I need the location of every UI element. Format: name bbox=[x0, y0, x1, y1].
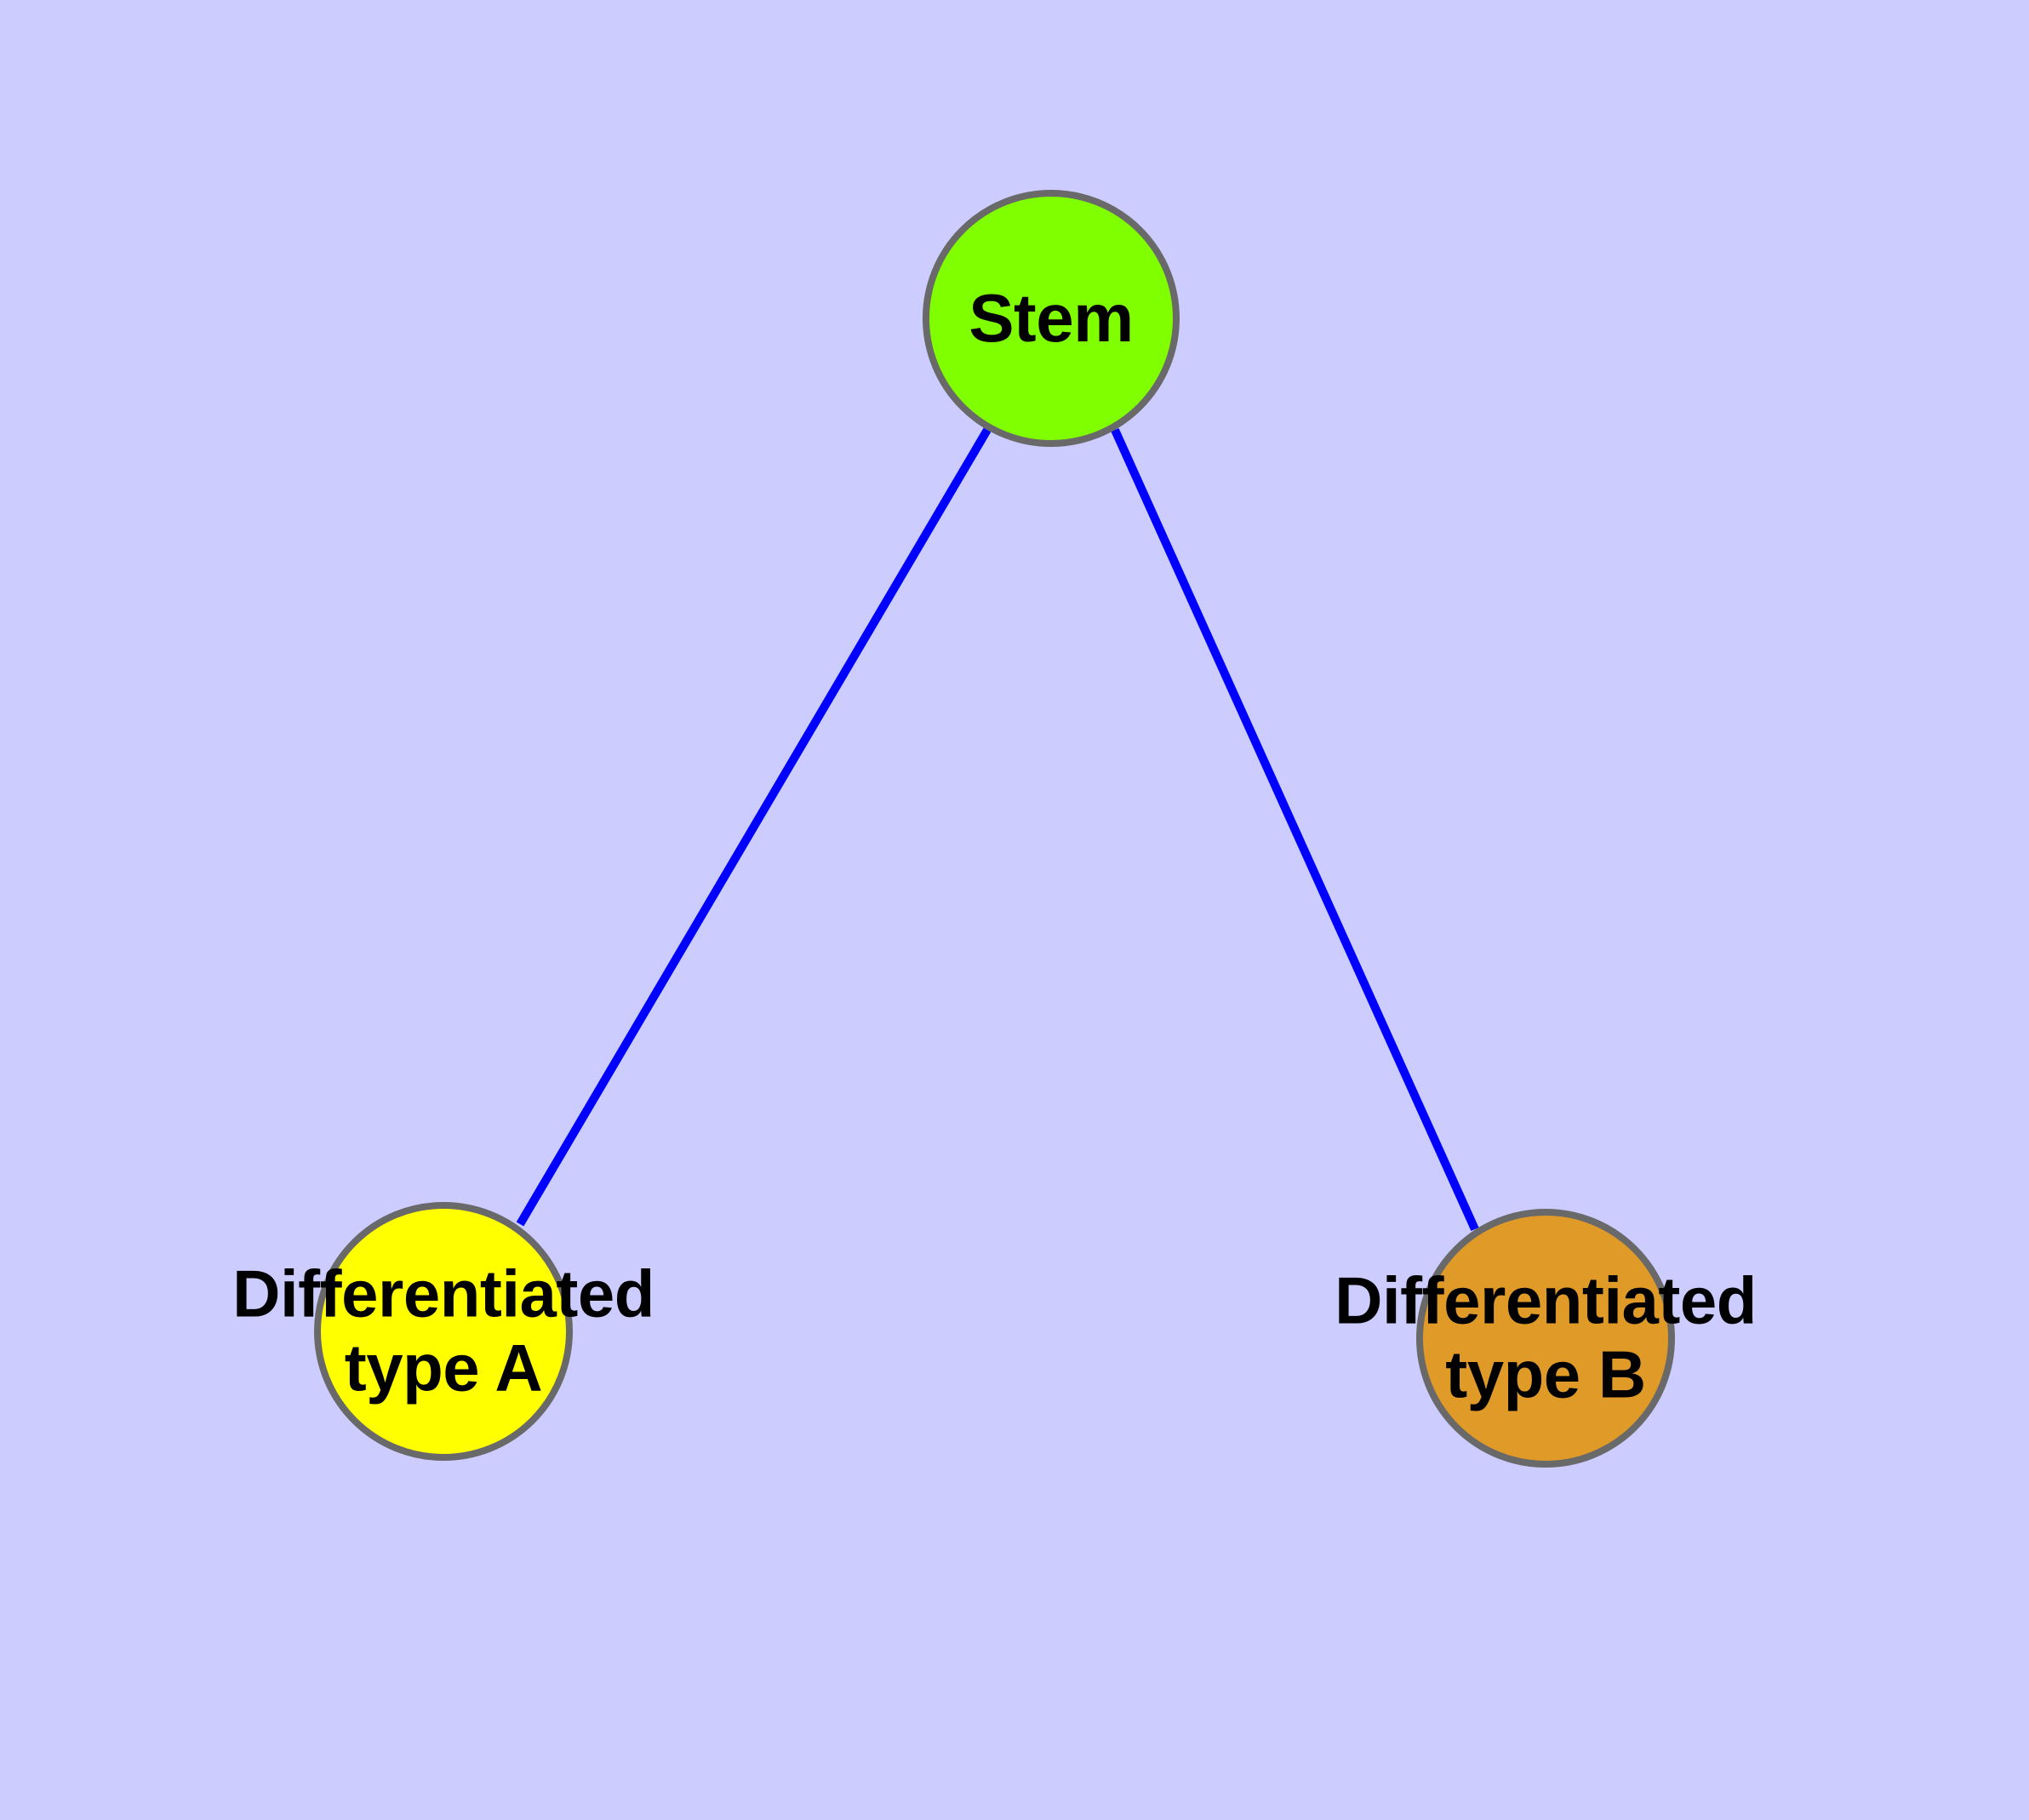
node-stem[interactable]: Stem bbox=[923, 190, 1180, 447]
node-differentiated-type-a[interactable]: Differentiated type A bbox=[232, 1202, 654, 1461]
edge-stem-to-differentiated-type-b bbox=[1111, 427, 1479, 1232]
node-differentiated-type-b[interactable]: Differentiated type B bbox=[1335, 1209, 1757, 1468]
edge-stem-to-differentiated-type-a bbox=[516, 427, 992, 1227]
node-stem-label: Stem bbox=[969, 280, 1134, 357]
